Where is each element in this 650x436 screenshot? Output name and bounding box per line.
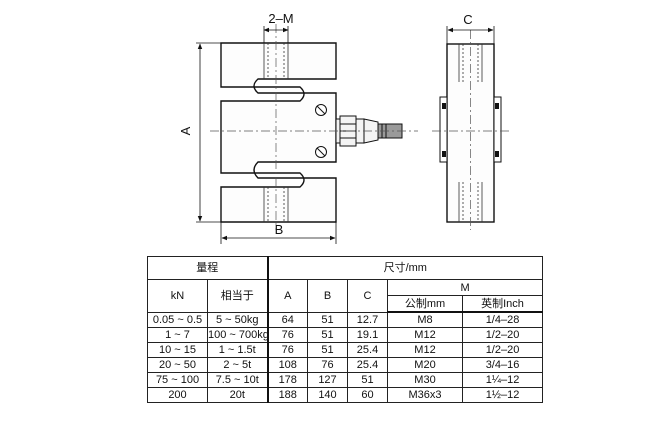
- m-header: M: [386, 279, 544, 296]
- c-cell: 60: [347, 387, 388, 403]
- b-cell: 140: [307, 387, 348, 403]
- equivalent-cell: 1 ~ 1.5t: [207, 342, 268, 358]
- table-unit-row: 公制mm 英制Inch: [148, 295, 544, 313]
- a-cell: 188: [266, 387, 308, 403]
- equivalent-cell: 100 ~ 700kg: [207, 327, 268, 343]
- table-subheader-row: kN 相当于 A B C M: [147, 279, 544, 313]
- front-view: [210, 24, 418, 230]
- inch-cell: 1/2–20: [461, 342, 544, 358]
- table-header-row: 量程 尺寸/mm: [147, 256, 544, 280]
- b-cell: 51: [307, 342, 348, 358]
- inch-cell: 1½–12: [461, 387, 544, 403]
- c-cell: 25.4: [347, 342, 388, 358]
- metric-cell: M8: [387, 311, 463, 328]
- range-header: 量程: [147, 256, 268, 280]
- metric-cell: M12: [387, 342, 463, 358]
- dimension-height-label: A: [178, 126, 193, 135]
- spec-table: 量程 尺寸/mm kN 相当于 A B C M 公制mm 英制Inch 0.05…: [147, 256, 544, 403]
- inch-cell: 1¼–12: [461, 372, 544, 388]
- a-header: A: [266, 279, 308, 313]
- kn-cell: 20 ~ 50: [147, 357, 208, 373]
- dimension-width: [220, 222, 337, 244]
- c-header: C: [347, 279, 388, 313]
- bottom-thread-hole: [263, 187, 289, 222]
- inch-header: 英制Inch: [461, 295, 544, 313]
- b-cell: 127: [307, 372, 348, 388]
- top-thread-hole: [263, 43, 289, 79]
- metric-cell: M20: [387, 357, 463, 373]
- c-cell: 19.1: [347, 327, 388, 343]
- kn-cell: 75 ~ 100: [147, 372, 208, 388]
- a-cell: 64: [266, 311, 308, 328]
- c-cell: 25.4: [347, 357, 388, 373]
- b-header: B: [307, 279, 348, 313]
- b-cell: 51: [307, 311, 348, 328]
- a-cell: 76: [266, 342, 308, 358]
- equivalent-cell: 2 ~ 5t: [207, 357, 268, 373]
- equivalent-cell: 5 ~ 50kg: [207, 311, 268, 328]
- a-cell: 178: [266, 372, 308, 388]
- kn-header: kN: [147, 279, 208, 313]
- front-centerlines: [210, 24, 418, 230]
- a-cell: 108: [266, 357, 308, 373]
- equivalent-header: 相当于: [207, 279, 268, 313]
- kn-cell: 1 ~ 7: [147, 327, 208, 343]
- inch-cell: 1/4–28: [461, 311, 544, 328]
- b-cell: 76: [307, 357, 348, 373]
- metric-header: 公制mm: [387, 295, 463, 313]
- b-cell: 51: [307, 327, 348, 343]
- c-cell: 12.7: [347, 311, 388, 328]
- screw-top: [315, 104, 327, 116]
- dimension-width-label: B: [275, 222, 284, 237]
- s-beam-body: [220, 42, 337, 223]
- kn-cell: 0.05 ~ 0.5: [147, 311, 208, 328]
- c-cell: 51: [347, 372, 388, 388]
- a-cell: 76: [266, 327, 308, 343]
- metric-cell: M12: [387, 327, 463, 343]
- equivalent-cell: 7.5 ~ 10t: [207, 372, 268, 388]
- kn-cell: 10 ~ 15: [147, 342, 208, 358]
- dimension-height: [196, 42, 221, 223]
- dimension-thread: [263, 26, 289, 43]
- metric-cell: M36x3: [387, 387, 463, 403]
- dimension-thread-label: 2–M: [268, 11, 293, 26]
- metric-cell: M30: [387, 372, 463, 388]
- dimension-depth: [446, 26, 495, 44]
- side-view: [432, 30, 510, 230]
- load-cell-drawing: 2–M A B: [178, 11, 510, 244]
- equivalent-cell: 20t: [207, 387, 268, 403]
- screw-bottom: [315, 146, 327, 158]
- dimensions-header: 尺寸/mm: [266, 256, 544, 280]
- dimension-depth-label: C: [463, 12, 472, 27]
- inch-cell: 3/4–16: [461, 357, 544, 373]
- inch-cell: 1/2–20: [461, 327, 544, 343]
- kn-cell: 200: [147, 387, 208, 403]
